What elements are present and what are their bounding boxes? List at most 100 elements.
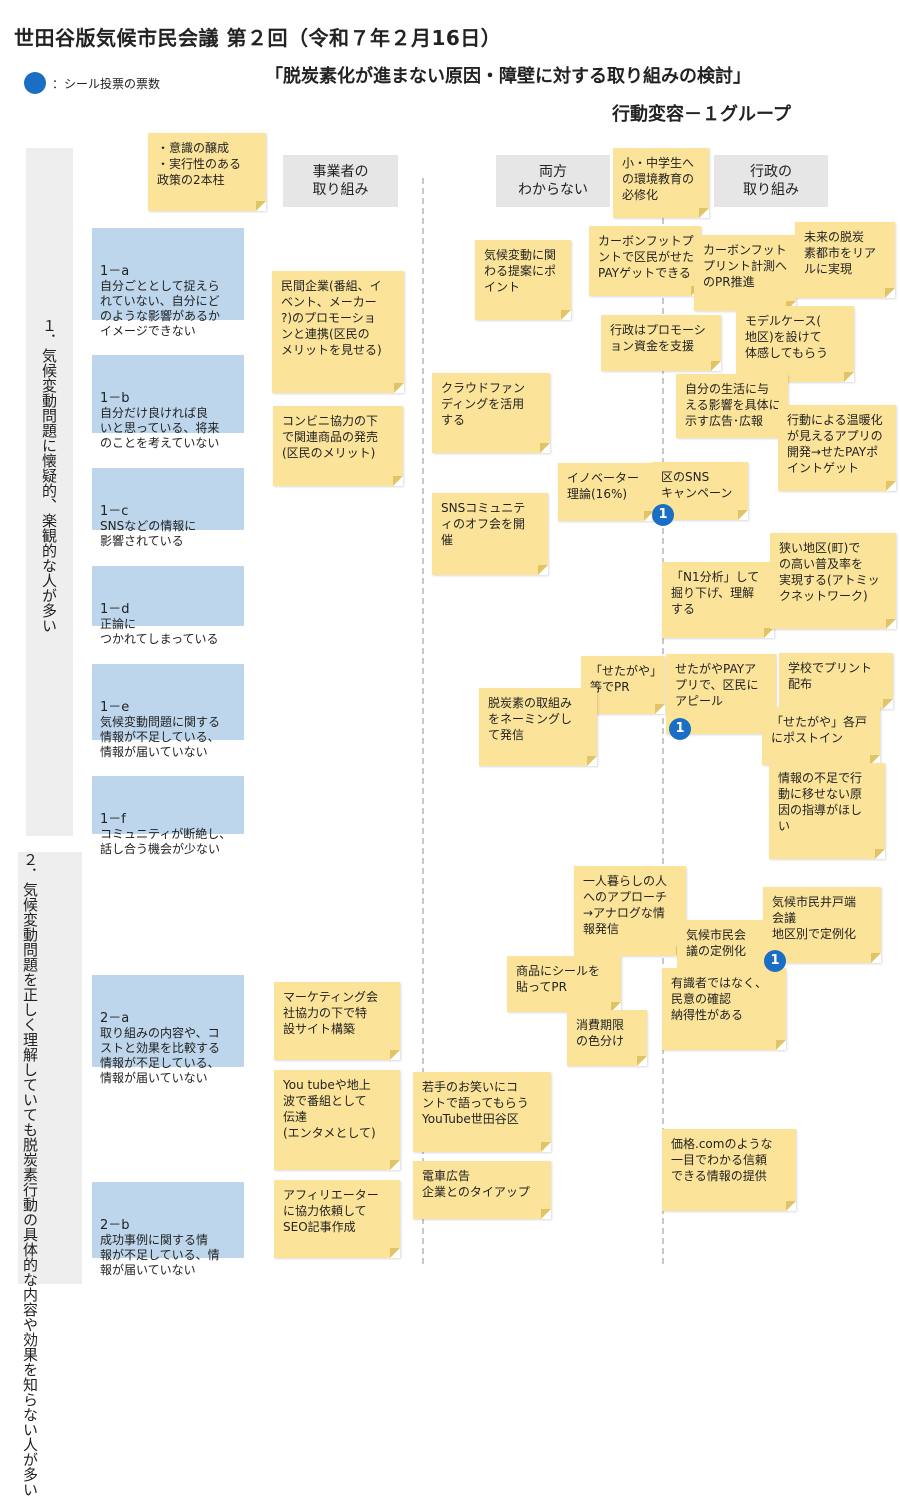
sticky-fold-decoration xyxy=(644,511,654,521)
section-1-label: １．気候変動問題に懐疑的、楽観的な人が多い xyxy=(40,318,58,633)
page-title: 世田谷版気候市民会議 第２回（令和７年２月16日） xyxy=(14,26,502,50)
sticky-note-life-impact-ad: 自分の生活に与 える影響を具体に 示す広告･広報 xyxy=(676,374,788,438)
sticky-note-single-person: 一人暮らしの人 へのアプローチ →アナログな情 報発信 xyxy=(574,866,686,956)
sticky-note-school-print: 学校でプリント 配布 xyxy=(779,653,893,709)
sticky-note-guidance: 情報の不足で行 動に移せない原 因の指導がほし い xyxy=(769,763,885,859)
sticky-fold-decoration xyxy=(655,704,665,714)
sticky-fold-decoration xyxy=(256,201,266,211)
sticky-note-model-case: モデルケース( 地区)を設けて 体感してもらう xyxy=(736,306,854,382)
sticky-fold-decoration xyxy=(561,310,571,320)
sticky-note-warming-app: 行動による温暖化 が見えるアプリの 開発→せたPAYポ イントゲット xyxy=(778,405,896,491)
cause-id: 2－a xyxy=(100,1011,130,1026)
section-2-label: ２．気候変動問題を正しく理解していても脱炭素行動の具体的な内容や効果を知らない人… xyxy=(21,852,39,1497)
sticky-fold-decoration xyxy=(394,383,404,393)
cause-text: 自分だけ良ければ良 いと思っている、将来 のことを考えていない xyxy=(100,406,220,450)
sticky-note-innovator: イノベーター 理論(16%) xyxy=(558,463,654,521)
sticky-note-carbon-footprint-pay: カーボンフットプリ ントで区民がせた PAYゲットできる xyxy=(589,226,706,296)
column-divider-left xyxy=(422,178,424,1264)
sticky-fold-decoration xyxy=(886,619,896,629)
sticky-note-train-ad: 電車広告 企業とのタイアップ xyxy=(413,1161,551,1219)
column-header-business: 事業者の 取り組み xyxy=(283,155,398,207)
sticky-note-n1-analysis: 「N1分析」して 掘り下げ、理解 する xyxy=(662,562,774,638)
sticky-fold-decoration xyxy=(711,361,721,371)
sticky-fold-decoration xyxy=(844,372,854,382)
cause-id: 1－b xyxy=(100,391,130,406)
vote-badge-setagaya-pay: 1 xyxy=(669,718,691,740)
sticky-note-idobata: 気候市民井戸端 会議 地区別で定例化 xyxy=(763,887,881,963)
section-band-2: ２．気候変動問題を正しく理解していても脱炭素行動の具体的な内容や効果を知らない人… xyxy=(18,852,82,1497)
sticky-fold-decoration xyxy=(870,755,880,765)
cause-id: 2－b xyxy=(100,1218,130,1233)
sticky-fold-decoration xyxy=(611,1002,621,1012)
cause-id: 1－a xyxy=(100,264,130,279)
sticky-note-marketing-site: マーケティング会 社協力の下で特 設サイト構築 xyxy=(274,982,400,1060)
sticky-note-naming: 脱炭素の取組み をネーミングし て発信 xyxy=(479,688,597,766)
sticky-fold-decoration xyxy=(587,756,597,766)
section-band-1: １．気候変動問題に懐疑的、楽観的な人が多い xyxy=(26,148,73,836)
sticky-fold-decoration xyxy=(390,1248,400,1258)
sticky-fold-decoration xyxy=(541,1142,551,1152)
cause-id: 1－e xyxy=(100,700,130,715)
sticky-note-comedian: 若手のお笑いにコ ントで語ってもらう YouTube世田谷区 xyxy=(413,1072,551,1152)
column-divider-right xyxy=(662,178,664,1264)
sticky-fold-decoration xyxy=(738,510,748,520)
sticky-note-kakaku: 価格.comのような 一目でわかる信頼 できる情報の提供 xyxy=(662,1129,796,1211)
sticky-note-affiliate: アフィリエーター に協力依頼して SEO記事作成 xyxy=(274,1180,400,1258)
vote-badge-idobata: 1 xyxy=(764,950,786,972)
legend-label: ：シール投票の票数 xyxy=(52,77,161,91)
sticky-note-crowdfunding: クラウドファン ディングを活用 する xyxy=(432,373,550,453)
column-header-government: 行政の 取り組み xyxy=(714,155,828,207)
sticky-fold-decoration xyxy=(637,1056,647,1066)
sticky-note-atomic-network: 狭い地区(町)で の高い普及率を 実現する(アトミッ クネットワーク) xyxy=(770,533,896,629)
sticky-fold-decoration xyxy=(393,476,403,486)
sticky-fold-decoration xyxy=(875,849,885,859)
sticky-note-future-city: 未来の脱炭 素都市をリア ルに実現 xyxy=(795,222,895,298)
cause-text: 気候変動問題に関する 情報が不足している、 情報が届いていない xyxy=(100,715,221,759)
sticky-fold-decoration xyxy=(776,1040,786,1050)
sticky-note-climate-points: 気候変動に関 わる提案にポ イント xyxy=(475,240,571,320)
sticky-fold-decoration xyxy=(883,699,893,709)
sticky-note-sns-community: SNSコミュニテ ィのオフ会を開 催 xyxy=(432,493,548,575)
cause-text: 正論に つかれてしまっている xyxy=(100,617,219,646)
sticky-note-convenience-store: コンビニ協力の下 で関連商品の発売 (区民のメリット) xyxy=(273,406,403,486)
subtitle-topic: 「脱炭素化が進まない原因・障壁に対する取り組みの検討」 xyxy=(265,66,751,87)
sticky-note-sticker-pr: 商品にシールを 貼ってPR xyxy=(507,956,621,1012)
sticky-fold-decoration xyxy=(871,953,881,963)
vote-dot-legend-icon xyxy=(24,72,46,94)
sticky-fold-decoration xyxy=(786,1201,796,1211)
cause-text: コミュニティが断絶し、 話し合う機会が少ない xyxy=(100,827,232,856)
sticky-fold-decoration xyxy=(390,1160,400,1170)
sticky-fold-decoration xyxy=(541,1209,551,1219)
sticky-note-post-in: 「せたがや」各戸 にポストイン xyxy=(762,707,880,765)
sticky-fold-decoration xyxy=(699,208,709,218)
sticky-note-expiry-color: 消費期限 の色分け xyxy=(567,1010,647,1066)
cause-text: 成功事例に関する情 報が不足している、情 報が届いていない xyxy=(100,1233,220,1277)
sticky-note-citizen-voice: 有識者ではなく、 民意の確認 納得性がある xyxy=(662,968,786,1050)
cause-text: SNSなどの情報に 影響されている xyxy=(100,519,197,548)
sticky-fold-decoration xyxy=(764,628,774,638)
cause-text: 取り組みの内容や、コ ストと効果を比較する 情報が不足している、 情報が届いてい… xyxy=(100,1026,221,1085)
vote-badge-ward-sns: 1 xyxy=(652,504,674,526)
sticky-fold-decoration xyxy=(538,565,548,575)
sticky-fold-decoration xyxy=(390,1050,400,1060)
subtitle-group: 行動変容－１グループ xyxy=(612,104,791,125)
sticky-note-business-promotion: 民間企業(番組、イ ベント、メーカー ?)のプロモーショ ンと連携(区民の メリ… xyxy=(272,271,404,393)
cause-id: 1－f xyxy=(100,812,126,827)
sticky-fold-decoration xyxy=(885,288,895,298)
sticky-note-pillars: ・意識の醸成 ・実行性のある 政策の2本柱 xyxy=(148,133,266,211)
sticky-note-youtube-tv: You tubeや地上 波で番組として 伝達 (エンタメとして) xyxy=(274,1070,400,1170)
sticky-note-carbon-footprint-pr: カーボンフット プリント計測へ のPR推進 xyxy=(694,235,796,311)
sticky-note-promotion-funding: 行政はプロモーシ ョン資金を支援 xyxy=(601,315,721,371)
sticky-fold-decoration xyxy=(540,443,550,453)
column-header-both: 両方 わからない xyxy=(496,155,610,207)
cause-text: 自分ごととして捉えら れていない、自分にど のような影響があるか イメージできな… xyxy=(100,279,221,338)
sticky-fold-decoration xyxy=(886,481,896,491)
